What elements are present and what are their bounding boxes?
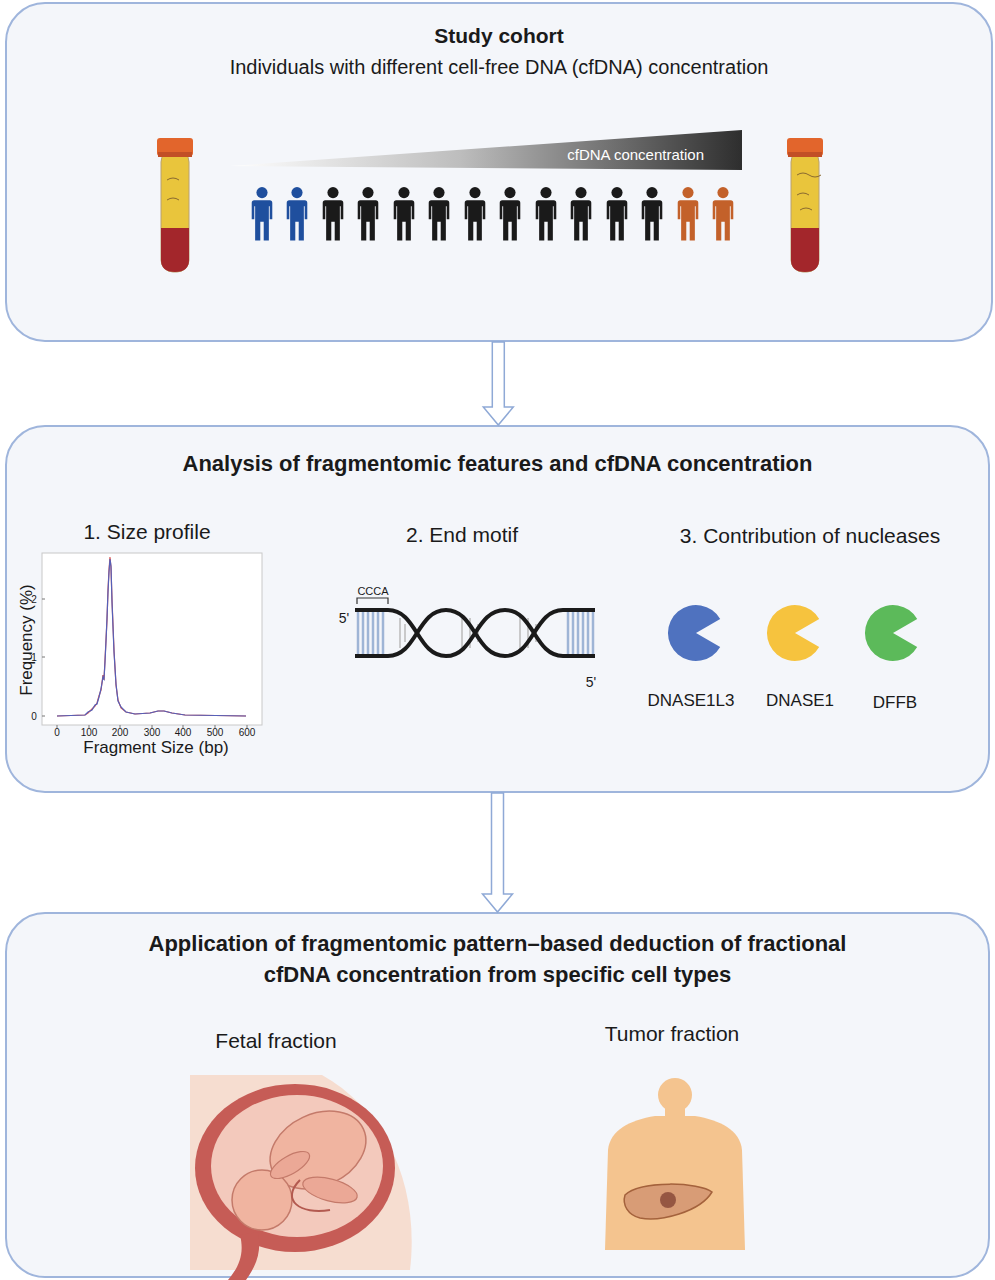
tick-label: 200: [112, 727, 129, 738]
strand-end-label: 5': [339, 611, 349, 626]
axis-title: Fragment Size (bp): [83, 739, 229, 758]
tick-label: 0: [31, 711, 37, 722]
cohort-panel: Study cohortIndividuals with different c…: [5, 2, 993, 342]
panel-heading: Study cohort: [7, 24, 991, 48]
nuclease-label: DFFB: [873, 694, 917, 713]
gradient-wedge: cfDNA concentration: [230, 128, 742, 170]
nuclease-label: DNASE1L3: [648, 692, 735, 711]
tick-label: 400: [175, 727, 192, 738]
wedge-fill: [230, 130, 742, 170]
flow-arrow: [483, 342, 513, 425]
panel-heading: Analysis of fragmentomic features and cf…: [7, 451, 988, 477]
motif-label: CCCA: [357, 585, 388, 597]
illustration-label: Tumor fraction: [605, 1022, 740, 1045]
section-label: 1. Size profile: [83, 520, 210, 543]
tick-label: 1: [31, 652, 37, 663]
illustration-label: Fetal fraction: [215, 1029, 336, 1052]
tick-label: 500: [207, 727, 224, 738]
tick-label: 300: [144, 727, 161, 738]
flow-arrow: [483, 793, 513, 912]
tick-label: 100: [81, 727, 98, 738]
section-label: 3. Contribution of nucleases: [680, 524, 940, 547]
panel-heading: Application of fragmentomic pattern–base…: [148, 928, 848, 990]
section-label: 2. End motif: [406, 523, 518, 546]
tick-label: 600: [239, 727, 256, 738]
strand-end-label: 5': [586, 675, 596, 690]
panel-subheading: Individuals with different cell-free DNA…: [7, 56, 991, 79]
nuclease-label: DNASE1: [766, 692, 834, 711]
tick-label: 2: [31, 594, 37, 605]
tick-label: 0: [54, 727, 60, 738]
application-panel: Application of fragmentomic pattern–base…: [5, 912, 990, 1278]
wedge-label: cfDNA concentration: [567, 146, 704, 163]
